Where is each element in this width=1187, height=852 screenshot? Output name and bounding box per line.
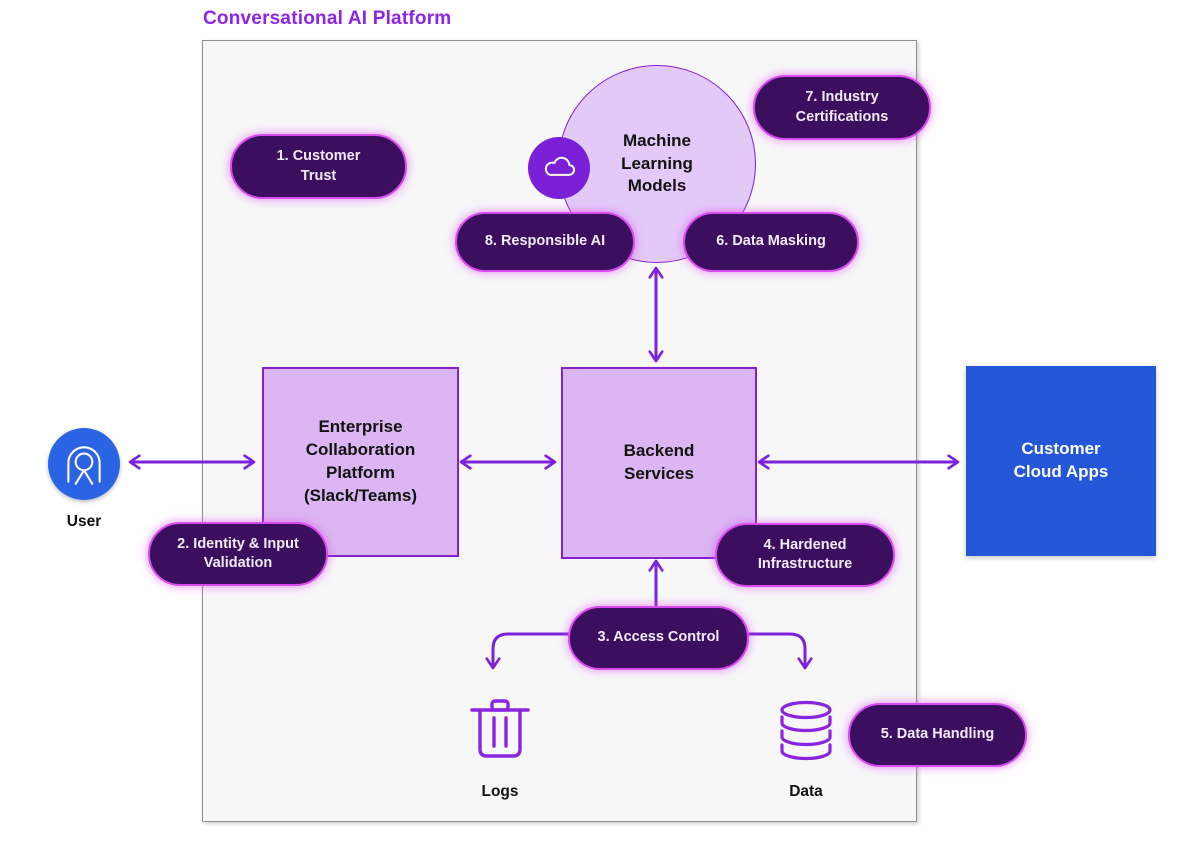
badge-label: 8. Responsible AI	[484, 233, 606, 250]
data-label: Data	[789, 783, 823, 800]
badge-industry-certifications: 7. Industry Certifications	[753, 75, 931, 140]
badge-label: 3. Access Control	[597, 629, 720, 646]
user-label: User	[66, 513, 102, 530]
badge-access-control: 3. Access Control	[568, 606, 749, 670]
cloud-icon	[528, 137, 590, 199]
badge-label: 6. Data Masking	[716, 233, 826, 250]
badge-identity-input-validation: 2. Identity & Input Validation	[148, 522, 328, 586]
badge-label: 2. Identity & Input Validation	[177, 535, 299, 571]
node-label: Backend Services	[623, 441, 695, 483]
badge-label: 5. Data Handling	[880, 726, 995, 743]
badge-label: 1. Customer Trust	[276, 148, 361, 184]
badge-responsible-ai: 8. Responsible AI	[455, 212, 635, 272]
person-icon	[67, 446, 101, 485]
user-avatar	[48, 428, 120, 500]
badge-data-masking: 6. Data Masking	[683, 212, 859, 272]
diagram-title: Conversational AI Platform	[203, 8, 452, 29]
logs-label: Logs	[481, 783, 519, 800]
badge-label: 4. Hardened Infrastructure	[757, 536, 853, 572]
node-label: Machine Learning Models	[621, 130, 693, 196]
badge-customer-trust: 1. Customer Trust	[230, 134, 407, 199]
node-backend-services: Backend Services	[561, 367, 757, 559]
badge-label: 7. Industry Certifications	[795, 89, 889, 125]
node-label: Customer Cloud Apps	[1013, 439, 1109, 481]
trash-icon	[468, 698, 532, 771]
badge-hardened-infrastructure: 4. Hardened Infrastructure	[715, 523, 895, 587]
node-customer-cloud-apps: Customer Cloud Apps	[966, 366, 1156, 556]
node-label: Enterprise Collaboration Platform (Slack…	[303, 417, 418, 505]
badge-data-handling: 5. Data Handling	[848, 703, 1027, 767]
database-icon	[776, 700, 836, 769]
